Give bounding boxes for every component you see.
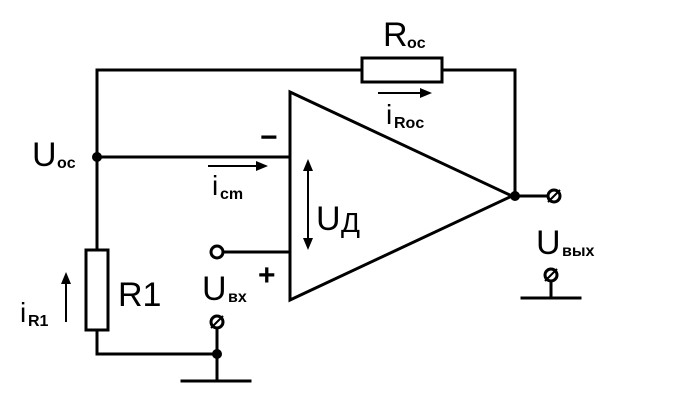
i-r1-arrow-head [61,272,71,284]
r1-wire-bottom [95,328,219,356]
label-r-oc-sub: oc [407,35,426,52]
label-i-cm: i cm [212,170,243,203]
label-u-vx-sub: вх [228,289,247,306]
label-i-r1-main: i [20,297,26,328]
label-i-r1-sub: R1 [28,313,49,330]
u-d-arrow-head-bottom [303,238,313,250]
label-i-cm-main: i [212,170,218,201]
label-u-d-main: U [316,200,341,238]
label-r-oc: R oc [383,16,426,54]
label-u-d-sub: Д [341,207,360,238]
label-u-vx: U вх [202,270,247,308]
i-cm-arrow-head [256,161,268,171]
label-u-oc: U oc [32,136,76,174]
i-roc-arrow-head [420,88,432,98]
resistor-r-oc [360,56,444,84]
label-plus: + [258,259,276,292]
label-i-roc: i Roc [386,99,424,132]
input-terminal-top [209,244,225,260]
label-u-vyx-sub: вых [562,243,595,260]
label-minus: − [260,121,278,154]
label-u-oc-sub: oc [57,155,76,172]
label-i-r1: i R1 [20,297,49,330]
label-u-vx-main: U [202,270,227,308]
label-i-roc-main: i [386,99,392,130]
label-i-roc-sub: Roc [394,115,424,132]
node-output [510,191,520,201]
label-u-oc-main: U [32,136,57,174]
label-u-vyx: U вых [536,224,595,262]
output-terminal-slash [547,189,561,203]
input-terminal-bottom-slash [210,315,224,329]
label-i-cm-sub: cm [220,186,243,203]
feedback-wire-left [95,68,364,159]
feedback-wire-right [440,68,517,197]
u-d-arrow-head-top [303,159,313,171]
resistor-r1 [84,248,110,332]
node-ground [212,349,222,359]
label-u-d: U Д [316,200,360,238]
label-u-vyx-main: U [536,224,561,262]
op-amp-triangle [288,89,516,303]
output-ground-slash [544,268,558,282]
label-r1: R1 [118,276,161,314]
label-r-oc-main: R [383,16,408,54]
